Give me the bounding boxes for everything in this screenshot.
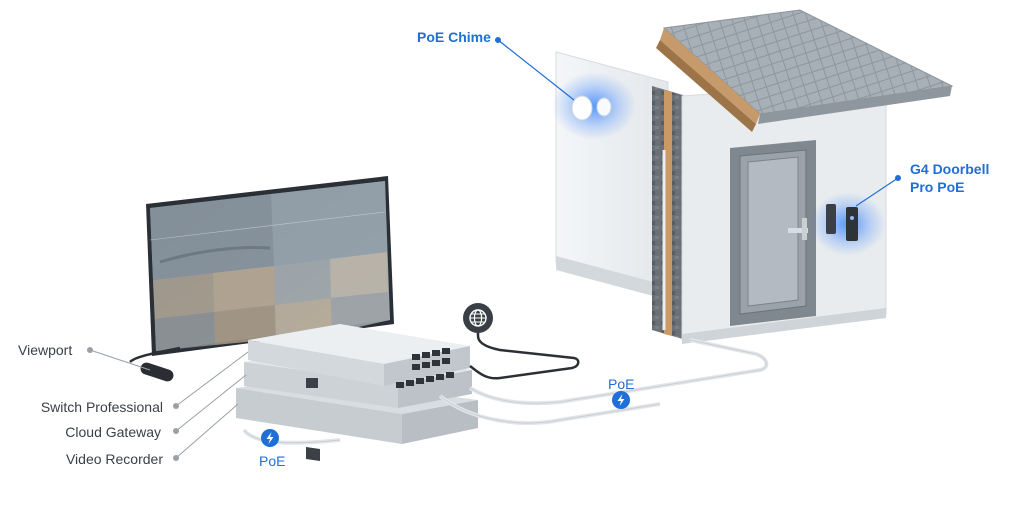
- cables: [242, 150, 769, 445]
- viewport-device: [129, 346, 181, 382]
- roof: [656, 9, 954, 132]
- label-doorbell-line2: Pro PoE: [910, 179, 965, 195]
- monitor: [146, 176, 394, 356]
- label-poe-stack: PoE: [259, 453, 286, 469]
- label-video-recorder: Video Recorder: [65, 451, 163, 467]
- rack-stack: [236, 324, 478, 461]
- label-viewport: Viewport: [18, 342, 73, 358]
- house-side-wall-base: [556, 256, 668, 300]
- wall-cross-section-wood: [664, 90, 672, 336]
- label-poe-door: PoE: [608, 376, 635, 392]
- lightning-bolt-icon: [612, 391, 630, 409]
- door: [730, 140, 816, 326]
- house-front-wall-base: [682, 308, 886, 344]
- label-poe-chime: PoE Chime: [417, 29, 491, 45]
- camera-grid: [149, 181, 390, 351]
- leader-lines: [87, 37, 901, 461]
- doorbell-device: [810, 192, 886, 256]
- internet-cable: [469, 318, 580, 380]
- label-switch-professional: Switch Professional: [40, 399, 163, 415]
- chime-device: [552, 72, 636, 140]
- globe-icon: [463, 303, 493, 333]
- house: [552, 9, 954, 344]
- label-cloud-gateway: Cloud Gateway: [65, 424, 161, 440]
- label-doorbell-line1: G4 Doorbell: [910, 161, 990, 177]
- lightning-bolt-icon: [261, 429, 279, 447]
